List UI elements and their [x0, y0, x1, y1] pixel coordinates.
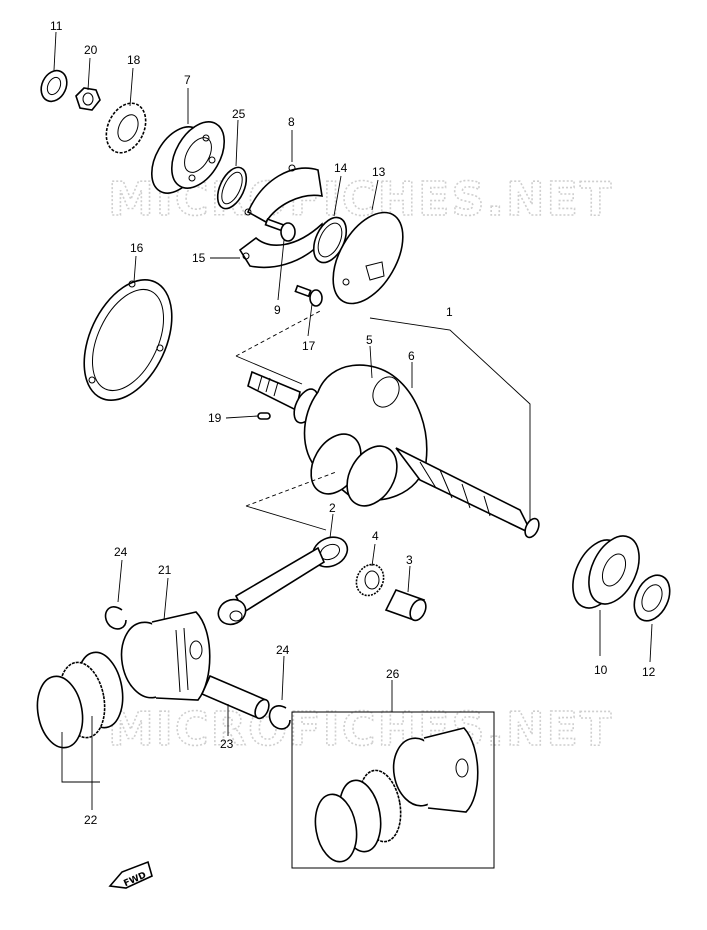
- callout-numbers: 11 20 18 7 25 8 14 13 16 15 9 17 1 5 6 1…: [50, 19, 656, 827]
- callout-1: 1: [446, 305, 453, 319]
- part-11-oil-seal[interactable]: [36, 66, 71, 105]
- leader-lines: [53, 31, 653, 810]
- callout-3: 3: [406, 553, 413, 567]
- part-13-disc[interactable]: [319, 201, 417, 316]
- part-9-screw[interactable]: [264, 218, 296, 242]
- callout-10: 10: [594, 663, 608, 677]
- watermark-bottom: MICROFICHES.NET: [108, 702, 613, 756]
- part-20-nut[interactable]: [75, 87, 101, 111]
- callout-18: 18: [127, 53, 141, 67]
- callout-13: 13: [372, 165, 386, 179]
- guide-line-a: [235, 309, 323, 357]
- part-22-piston-rings[interactable]: [32, 649, 128, 752]
- part-7-bearing[interactable]: [141, 113, 235, 202]
- callout-8: 8: [288, 115, 295, 129]
- callout-26: 26: [386, 667, 400, 681]
- part-17-bolt[interactable]: [294, 284, 323, 307]
- callout-9: 9: [274, 303, 281, 317]
- callout-14: 14: [334, 161, 348, 175]
- guide-line-d: [235, 355, 303, 385]
- part-1-crankshaft[interactable]: [247, 364, 542, 540]
- fwd-arrow-icon: FWD: [108, 860, 153, 889]
- part-18-gear[interactable]: [99, 97, 154, 159]
- callout-16: 16: [130, 241, 144, 255]
- callout-20: 20: [84, 43, 98, 57]
- part-4-needle-bearing[interactable]: [351, 560, 388, 600]
- callout-6: 6: [408, 349, 415, 363]
- part-12-seal[interactable]: [627, 569, 676, 626]
- callout-15: 15: [192, 251, 206, 265]
- callout-21: 21: [158, 563, 172, 577]
- callout-12: 12: [642, 665, 656, 679]
- part-24-circlip-a[interactable]: [104, 606, 127, 630]
- part-21-piston[interactable]: [116, 611, 211, 702]
- callout-19: 19: [208, 411, 222, 425]
- callout-24-a: 24: [114, 545, 128, 559]
- callout-24-b: 24: [276, 643, 290, 657]
- callout-23: 23: [220, 737, 234, 751]
- callout-11: 11: [50, 19, 63, 33]
- part-19-key[interactable]: [257, 412, 271, 420]
- callout-17: 17: [302, 339, 316, 353]
- part-8-bracket[interactable]: [244, 164, 323, 224]
- callout-2: 2: [329, 501, 336, 515]
- part-10-bearing[interactable]: [563, 528, 649, 616]
- guide-line-c: [245, 505, 327, 531]
- callout-7: 7: [184, 73, 191, 87]
- callout-5: 5: [366, 333, 373, 347]
- callout-4: 4: [372, 529, 379, 543]
- callout-bracket-1: [369, 317, 531, 520]
- part-16-gasket[interactable]: [67, 266, 190, 414]
- part-24-circlip-b[interactable]: [268, 705, 291, 730]
- part-25-shim[interactable]: [212, 163, 252, 213]
- part-23-piston-pin[interactable]: [200, 674, 272, 721]
- set-26-box: [291, 711, 495, 869]
- part-3-pin[interactable]: [384, 589, 429, 623]
- part-2-connecting-rod[interactable]: [214, 532, 352, 629]
- callout-25: 25: [232, 107, 246, 121]
- part-26-piston-set[interactable]: [310, 727, 479, 865]
- callout-22: 22: [84, 813, 98, 827]
- guide-line-b: [245, 471, 337, 507]
